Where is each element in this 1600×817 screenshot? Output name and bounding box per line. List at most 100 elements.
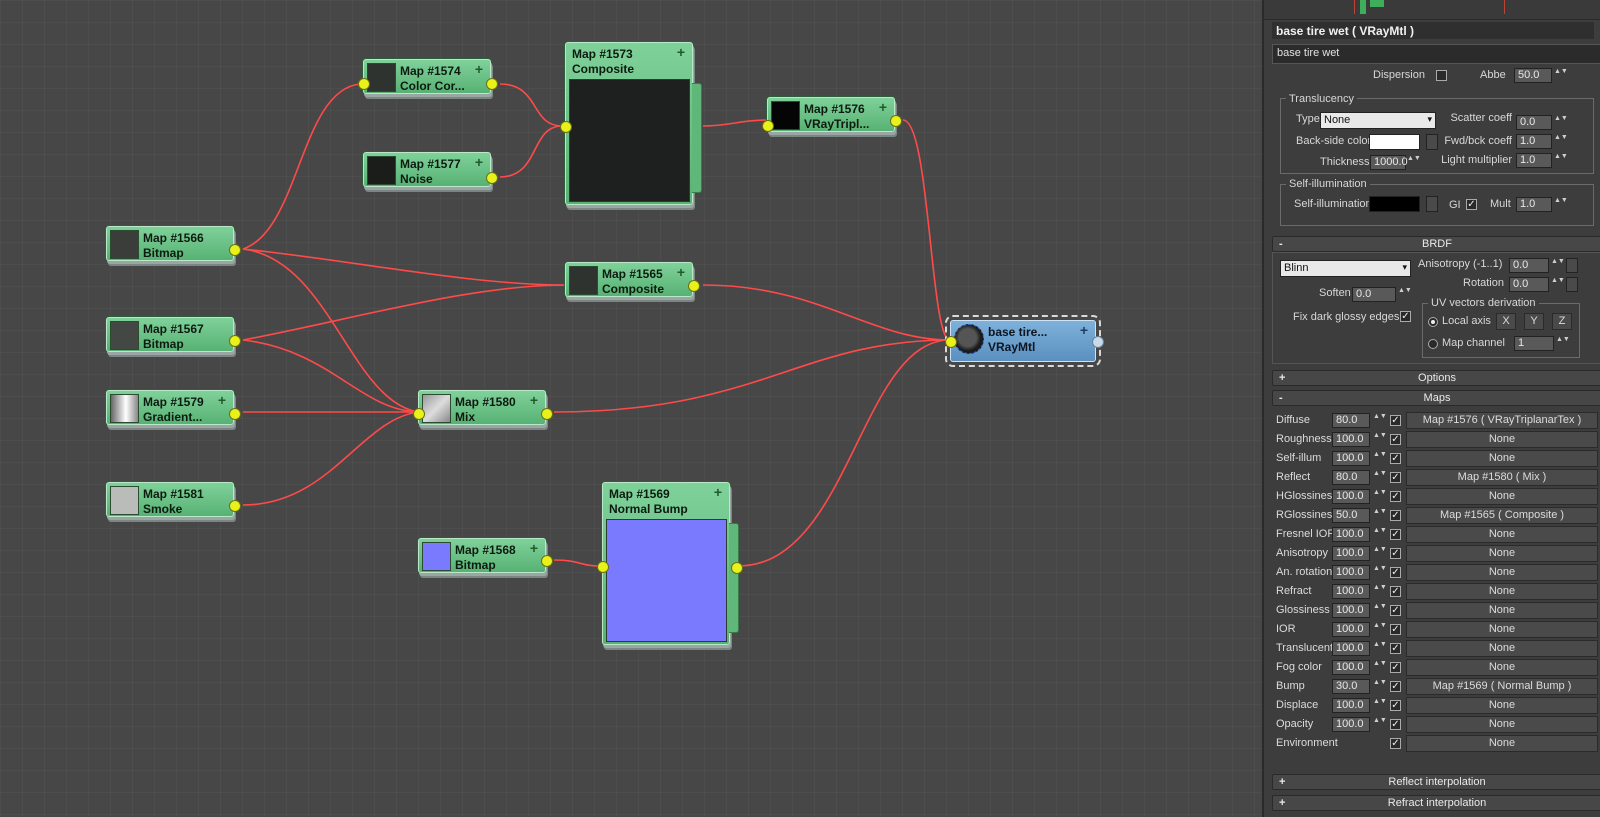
output-socket[interactable] xyxy=(229,335,241,347)
output-socket[interactable] xyxy=(731,562,743,574)
map-slot-button[interactable]: None xyxy=(1406,735,1598,752)
self-illum-map-button[interactable] xyxy=(1426,196,1438,212)
input-socket[interactable] xyxy=(413,408,425,420)
map-enable-checkbox[interactable]: ✓ xyxy=(1390,491,1401,502)
options-rollout-header[interactable]: + Options xyxy=(1272,370,1600,386)
map-enable-checkbox[interactable]: ✓ xyxy=(1390,434,1401,445)
node-map-1566[interactable]: Map #1566 Bitmap xyxy=(106,226,241,261)
brdf-rollout-header[interactable]: - BRDF xyxy=(1272,236,1600,252)
map-amount-spinner[interactable]: 100.0 xyxy=(1332,451,1370,466)
map-enable-checkbox[interactable]: ✓ xyxy=(1390,624,1401,635)
spinner-arrows-icon[interactable]: ▲▼ xyxy=(1373,622,1387,629)
node-map-1568[interactable]: Map #1568 Bitmap + xyxy=(418,538,553,573)
input-socket[interactable] xyxy=(560,121,572,133)
node-map-1573[interactable]: Map #1573 Composite + xyxy=(560,42,702,205)
abbe-spinner[interactable]: 50.0 xyxy=(1514,68,1552,83)
spinner-arrows-icon[interactable]: ▲▼ xyxy=(1554,197,1568,204)
spinner-arrows-icon[interactable]: ▲▼ xyxy=(1373,603,1387,610)
expand-plus-icon[interactable]: + xyxy=(529,540,538,556)
output-socket[interactable] xyxy=(541,408,553,420)
node-map-1579[interactable]: Map #1579 Gradient... + xyxy=(106,390,241,425)
output-socket[interactable] xyxy=(541,555,553,567)
expand-plus-icon[interactable]: + xyxy=(529,392,538,408)
map-amount-spinner[interactable]: 100.0 xyxy=(1332,603,1370,618)
brdf-type-dropdown[interactable]: Blinn ▾ xyxy=(1280,260,1411,277)
map-channel-spinner[interactable]: 1 xyxy=(1514,336,1554,351)
map-amount-spinner[interactable]: 100.0 xyxy=(1332,527,1370,542)
spinner-arrows-icon[interactable]: ▲▼ xyxy=(1373,546,1387,553)
map-amount-spinner[interactable]: 50.0 xyxy=(1332,508,1370,523)
fix-dark-glossy-checkbox[interactable]: ✓ xyxy=(1400,311,1411,322)
output-socket[interactable] xyxy=(229,408,241,420)
thickness-spinner[interactable]: 1000.0 xyxy=(1370,155,1408,170)
map-amount-spinner[interactable]: 100.0 xyxy=(1332,717,1370,732)
map-slot-button[interactable]: None xyxy=(1406,488,1598,505)
map-slot-button[interactable]: None xyxy=(1406,697,1598,714)
axis-z-button[interactable]: Z xyxy=(1552,313,1572,330)
axis-y-button[interactable]: Y xyxy=(1524,313,1544,330)
map-slot-button[interactable]: None xyxy=(1406,716,1598,733)
spinner-arrows-icon[interactable]: ▲▼ xyxy=(1373,679,1387,686)
input-socket[interactable] xyxy=(945,336,957,348)
spinner-arrows-icon[interactable]: ▲▼ xyxy=(1407,155,1421,162)
spinner-arrows-icon[interactable]: ▲▼ xyxy=(1554,68,1568,75)
map-enable-checkbox[interactable]: ✓ xyxy=(1390,662,1401,673)
rotation-map-button[interactable] xyxy=(1566,277,1578,292)
node-map-1567[interactable]: Map #1567 Bitmap xyxy=(106,317,241,352)
map-amount-spinner[interactable]: 100.0 xyxy=(1332,565,1370,580)
spinner-arrows-icon[interactable]: ▲▼ xyxy=(1373,660,1387,667)
map-amount-spinner[interactable]: 30.0 xyxy=(1332,679,1370,694)
spinner-arrows-icon[interactable]: ▲▼ xyxy=(1373,698,1387,705)
map-enable-checkbox[interactable]: ✓ xyxy=(1390,567,1401,578)
spinner-arrows-icon[interactable]: ▲▼ xyxy=(1373,527,1387,534)
expand-plus-icon[interactable]: + xyxy=(474,154,483,170)
expand-plus-icon[interactable]: + xyxy=(217,392,226,408)
map-amount-spinner[interactable]: 100.0 xyxy=(1332,546,1370,561)
expand-plus-icon[interactable]: + xyxy=(676,44,685,60)
map-enable-checkbox[interactable]: ✓ xyxy=(1390,738,1401,749)
self-illum-color-swatch[interactable] xyxy=(1369,196,1420,212)
spinner-arrows-icon[interactable]: ▲▼ xyxy=(1554,153,1568,160)
map-slot-button[interactable]: None xyxy=(1406,640,1598,657)
node-map-1569[interactable]: Map #1569 Normal Bump + xyxy=(597,482,743,645)
map-amount-spinner[interactable]: 100.0 xyxy=(1332,622,1370,637)
spinner-arrows-icon[interactable]: ▲▼ xyxy=(1554,134,1568,141)
map-enable-checkbox[interactable]: ✓ xyxy=(1390,681,1401,692)
map-enable-checkbox[interactable]: ✓ xyxy=(1390,605,1401,616)
expand-plus-icon[interactable]: + xyxy=(1079,322,1088,338)
spinner-arrows-icon[interactable]: ▲▼ xyxy=(1373,489,1387,496)
map-enable-checkbox[interactable]: ✓ xyxy=(1390,643,1401,654)
node-map-1576[interactable]: Map #1576 VRayTripl... + xyxy=(762,97,902,132)
map-slot-button[interactable]: None xyxy=(1406,526,1598,543)
backside-map-button[interactable] xyxy=(1426,134,1438,150)
map-enable-checkbox[interactable]: ✓ xyxy=(1390,529,1401,540)
expand-plus-icon[interactable]: + xyxy=(676,264,685,280)
map-enable-checkbox[interactable]: ✓ xyxy=(1390,510,1401,521)
spinner-arrows-icon[interactable]: ▲▼ xyxy=(1373,451,1387,458)
map-enable-checkbox[interactable]: ✓ xyxy=(1390,719,1401,730)
node-map-1577[interactable]: Map #1577 Noise + xyxy=(363,152,498,187)
spinner-arrows-icon[interactable]: ▲▼ xyxy=(1551,277,1565,284)
output-socket[interactable] xyxy=(890,115,902,127)
map-enable-checkbox[interactable]: ✓ xyxy=(1390,700,1401,711)
map-enable-checkbox[interactable]: ✓ xyxy=(1390,586,1401,597)
backside-color-swatch[interactable] xyxy=(1369,134,1420,150)
input-socket[interactable] xyxy=(597,561,609,573)
map-enable-checkbox[interactable]: ✓ xyxy=(1390,415,1401,426)
spinner-arrows-icon[interactable]: ▲▼ xyxy=(1554,115,1568,122)
output-socket[interactable] xyxy=(1092,336,1104,348)
node-vraymtl[interactable]: base tire... VRayMtl + xyxy=(945,315,1104,367)
local-axis-radio[interactable] xyxy=(1428,317,1438,327)
maps-rollout-header[interactable]: - Maps xyxy=(1272,390,1600,406)
node-map-1580[interactable]: Map #1580 Mix + xyxy=(413,390,553,425)
output-socket[interactable] xyxy=(229,500,241,512)
mult-spinner[interactable]: 1.0 xyxy=(1516,197,1552,212)
translucency-type-dropdown[interactable]: None ▾ xyxy=(1320,112,1436,129)
node-map-1581[interactable]: Map #1581 Smoke xyxy=(106,482,241,517)
expand-plus-icon[interactable]: + xyxy=(713,484,722,500)
spinner-arrows-icon[interactable]: ▲▼ xyxy=(1373,717,1387,724)
map-slot-button[interactable]: Map #1565 ( Composite ) xyxy=(1406,507,1598,524)
anisotropy-spinner[interactable]: 0.0 xyxy=(1509,258,1549,273)
expand-plus-icon[interactable]: + xyxy=(474,61,483,77)
node-map-1565[interactable]: Map #1565 Composite + xyxy=(565,262,700,297)
